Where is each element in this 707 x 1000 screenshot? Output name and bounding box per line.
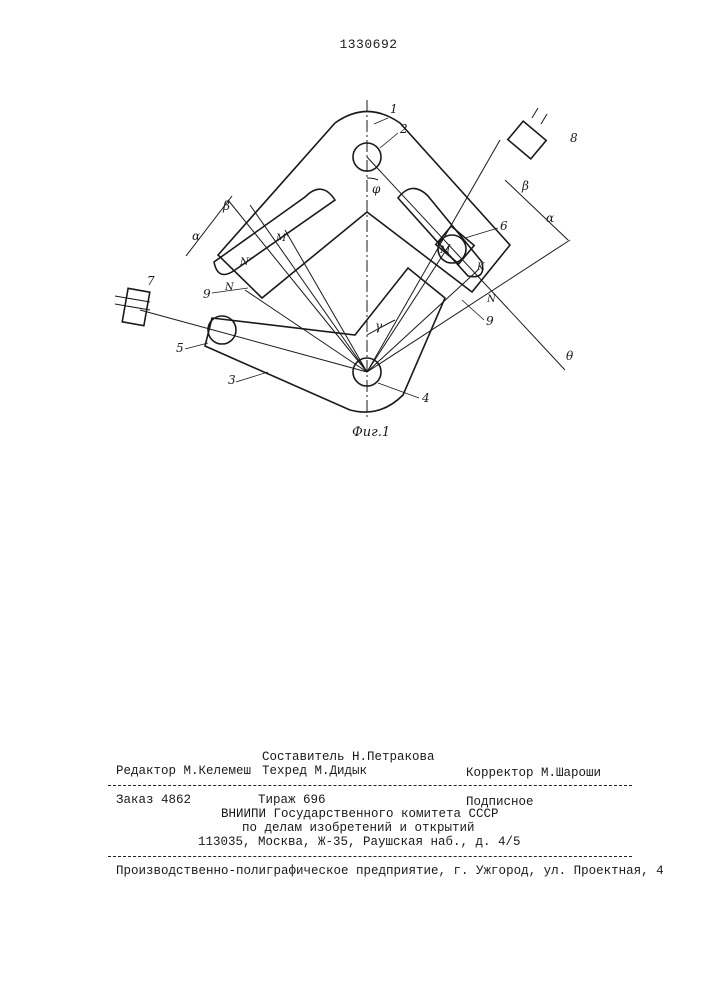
phi-arc — [367, 178, 378, 180]
label-6: 6 — [500, 219, 508, 233]
imprint-vniipi: ВНИИПИ Государственного комитета СССР — [221, 807, 499, 821]
label-2: 2 — [399, 122, 408, 136]
ray — [367, 140, 500, 372]
ray — [285, 230, 367, 372]
label-m-right: M — [439, 245, 451, 256]
left-slot — [214, 189, 335, 274]
imprint-sostavitel: Составитель Н.Петракова — [262, 750, 435, 764]
label-7: 7 — [147, 274, 155, 288]
label-phi: φ — [372, 182, 381, 196]
label-9-left: 9 — [203, 287, 211, 301]
label-alpha-right: α — [546, 211, 554, 225]
label-n-left: N — [224, 282, 235, 293]
lever-1-outline — [218, 112, 510, 299]
imprint-redaktor: Редактор М.Келемеш — [116, 764, 251, 778]
label-n-right: N — [486, 294, 497, 305]
label-8: 8 — [570, 131, 578, 145]
label-9-right: 9 — [486, 314, 494, 328]
label-3: 3 — [228, 373, 236, 387]
ray — [367, 270, 478, 372]
dim-line-right — [505, 180, 568, 240]
label-5: 5 — [176, 341, 184, 355]
label-4: 4 — [421, 391, 430, 405]
ray — [250, 205, 367, 372]
label-gamma: γ — [375, 319, 383, 333]
sensor-7-arrows — [115, 304, 150, 310]
label-m-prime: M' — [275, 233, 289, 244]
sensor-8 — [508, 121, 546, 159]
ray — [140, 310, 367, 372]
ray — [245, 290, 367, 372]
label-beta-left: β — [222, 199, 230, 213]
imprint-address: 113035, Москва, Ж-35, Раушская наб., д. … — [198, 835, 521, 849]
sensor-7-arrows — [115, 296, 150, 302]
imprint-tirazh: Тираж 696 — [258, 793, 326, 807]
divider — [108, 856, 632, 857]
imprint-printer: Производственно-полиграфическое предприя… — [116, 864, 664, 878]
label-n-prime: N' — [239, 257, 252, 268]
sensor-7 — [122, 288, 150, 325]
sensor-8-arrows — [541, 114, 547, 124]
label-alpha-left: α — [192, 229, 200, 243]
imprint-po-delam: по делам изобретений и открытий — [242, 821, 475, 835]
ray — [367, 244, 450, 372]
label-1: 1 — [390, 102, 398, 116]
label-k-right: K — [476, 262, 485, 273]
label-beta-right: β — [521, 179, 529, 193]
sensor-8-arrows — [532, 108, 538, 118]
lever-3-outline — [205, 268, 445, 412]
figure-caption: Фиг.1 — [352, 425, 390, 440]
divider — [108, 785, 632, 786]
imprint-korrektor: Корректор М.Шароши — [466, 766, 601, 780]
imprint-tehred: Техред М.Дидык — [262, 764, 367, 778]
imprint-zakaz: Заказ 4862 — [116, 793, 191, 807]
figure-1-drawing: 1 2 3 4 5 6 7 8 9 9 φ γ α β α β θ M' N' … — [0, 0, 707, 460]
diagonal — [367, 157, 565, 370]
label-theta: θ — [566, 349, 574, 363]
